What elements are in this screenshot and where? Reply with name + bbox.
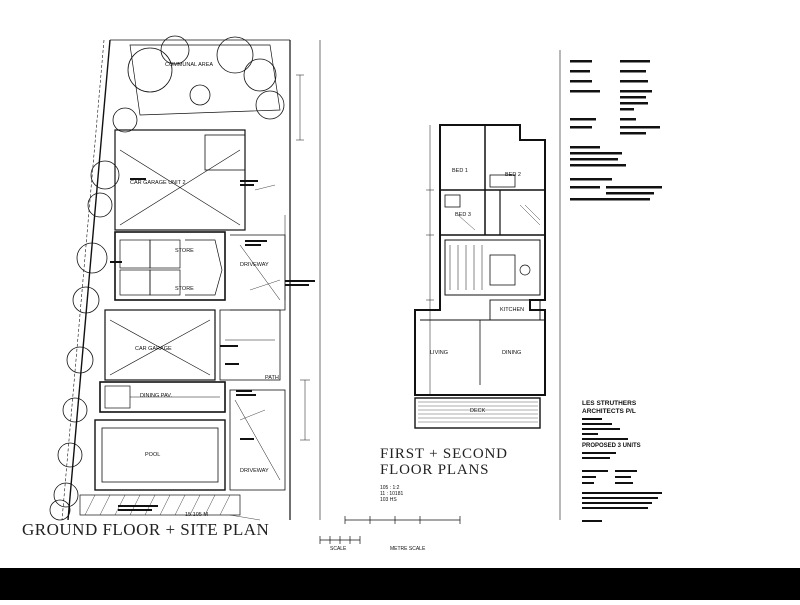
- scale-label-left: SCALE: [330, 546, 347, 552]
- area-note-3: 103 HS: [380, 497, 397, 503]
- area-note-1: 105 : 1:2: [380, 485, 400, 491]
- room-label-kitchen: KITCHEN: [500, 307, 525, 313]
- room-label-store-a: STORE: [175, 248, 194, 254]
- room-label-path: PATH: [265, 375, 279, 381]
- firm-name-line-1: LES STRUTHERS: [582, 400, 637, 407]
- room-label-bed-3: BED 3: [455, 212, 471, 218]
- architect-firm-name: LES STRUTHERS ARCHITECTS P/L: [582, 400, 636, 416]
- upper-plan-title-line-2: FLOOR PLANS: [380, 462, 490, 478]
- upper-floor-plan: [414, 124, 546, 429]
- scale-bars: [319, 516, 461, 544]
- upper-plan-title: FIRST + SECOND FLOOR PLANS: [380, 446, 508, 478]
- room-label-bed-1: BED 1: [452, 168, 468, 174]
- room-label-driveway-a: DRIVEWAY: [240, 262, 269, 268]
- scan-bottom-border: [0, 568, 800, 600]
- room-label-deck: DECK: [470, 408, 486, 414]
- ground-floor-site-plan: [49, 35, 321, 521]
- project-title: PROPOSED 3 UNITS: [582, 443, 641, 449]
- firm-name-line-2: ARCHITECTS P/L: [582, 408, 636, 415]
- upper-plan-area-notes: 105 : 1:2 11 : 10181 103 HS: [380, 485, 403, 503]
- room-label-dining-pav: DINING PAV.: [140, 393, 172, 399]
- room-label-communal-area: COMMUNAL AREA: [165, 62, 214, 68]
- upper-plan-title-line-1: FIRST + SECOND: [380, 446, 508, 462]
- ground-plan-title: GROUND FLOOR + SITE PLAN: [22, 520, 270, 539]
- room-label-bed-2: BED 2: [505, 172, 521, 178]
- area-note-2: 11 : 10181: [380, 491, 404, 497]
- boundary-dimension: 15.105 M: [185, 512, 208, 518]
- room-label-pool: POOL: [145, 452, 161, 458]
- scale-label-bottom: METRE SCALE: [390, 546, 426, 552]
- room-label-living: LIVING: [430, 350, 449, 356]
- room-label-driveway-b: DRIVEWAY: [240, 468, 269, 474]
- room-label-car-garage-2: CAR GARAGE UNIT 2: [130, 180, 186, 186]
- room-label-car-garage-1: CAR GARAGE: [135, 346, 172, 352]
- room-label-store-b: STORE: [175, 286, 194, 292]
- title-block-lines: [559, 50, 662, 522]
- room-label-dining: DINING: [502, 350, 522, 356]
